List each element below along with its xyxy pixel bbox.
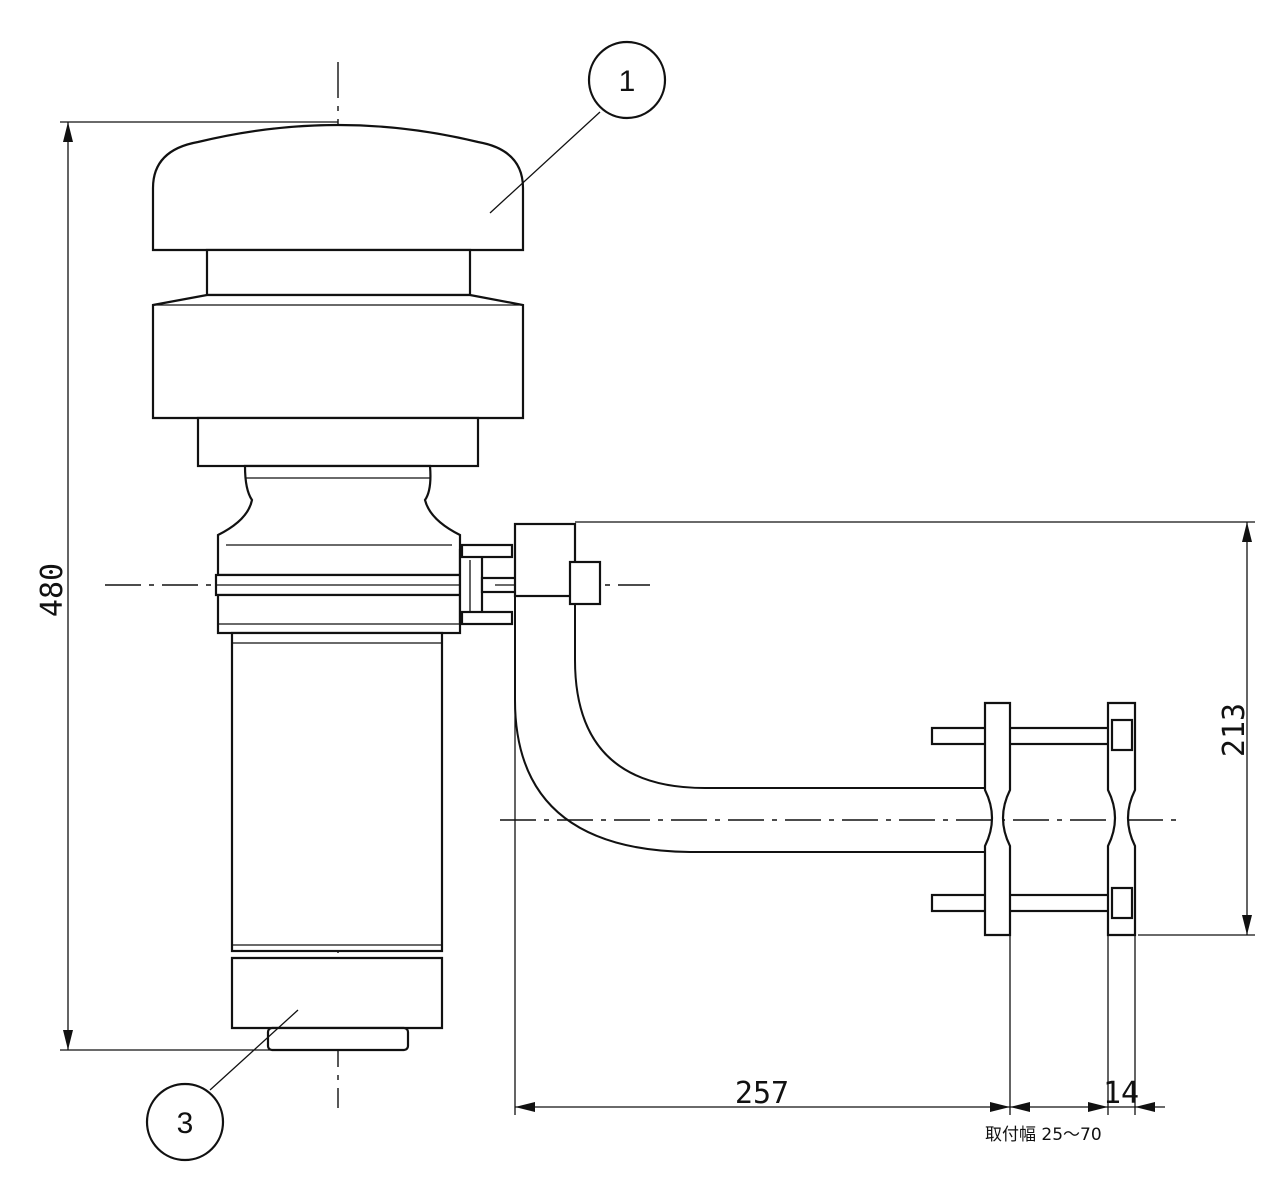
body-upper-ring — [151, 293, 525, 420]
dim-14-arrow-right — [1135, 1102, 1155, 1112]
cap-neck — [205, 248, 472, 297]
balloon-1-circle — [587, 40, 667, 120]
dim-257-arrow-left — [515, 1102, 535, 1112]
dim-257-label: 257 — [735, 1076, 789, 1111]
balloon-3-circle — [145, 1082, 225, 1162]
dim-213-arrow-top — [1242, 522, 1252, 542]
body-waist — [216, 464, 462, 577]
lower-tube — [230, 631, 444, 953]
bottom-outlet — [266, 1026, 410, 1052]
balloon-3-leader — [209, 1009, 299, 1091]
dim-480-arrow-bottom — [63, 1030, 73, 1050]
balloon-1-label: 1 — [619, 65, 636, 98]
balloon-1-leader — [489, 111, 601, 214]
cap-top — [151, 123, 525, 252]
dim-257-arrow-right — [990, 1102, 1010, 1112]
dim-480-arrow-top — [63, 122, 73, 142]
dim-14-label: 14 — [1103, 1076, 1139, 1111]
dim-213-label: 213 — [1217, 703, 1252, 757]
dim-213-arrow-bottom — [1242, 915, 1252, 935]
dim-14-arrow-right-of-gap — [1010, 1102, 1030, 1112]
mounting-width-note: 取付幅 25～70 — [985, 1125, 1102, 1145]
bottom-fitting — [230, 956, 444, 1030]
body-lower-ring — [196, 416, 480, 468]
dim-14-arrow-left — [1088, 1102, 1108, 1112]
bracket-arm-outer — [514, 596, 985, 853]
pole-clamp — [930, 701, 1137, 937]
bracket-arm-inner — [574, 604, 985, 789]
balloon-3-label: 3 — [177, 1107, 194, 1140]
collar-lower — [216, 593, 462, 635]
dim-480-label: 480 — [35, 563, 70, 617]
bracket-nut — [568, 560, 602, 606]
bracket-head — [513, 522, 577, 598]
